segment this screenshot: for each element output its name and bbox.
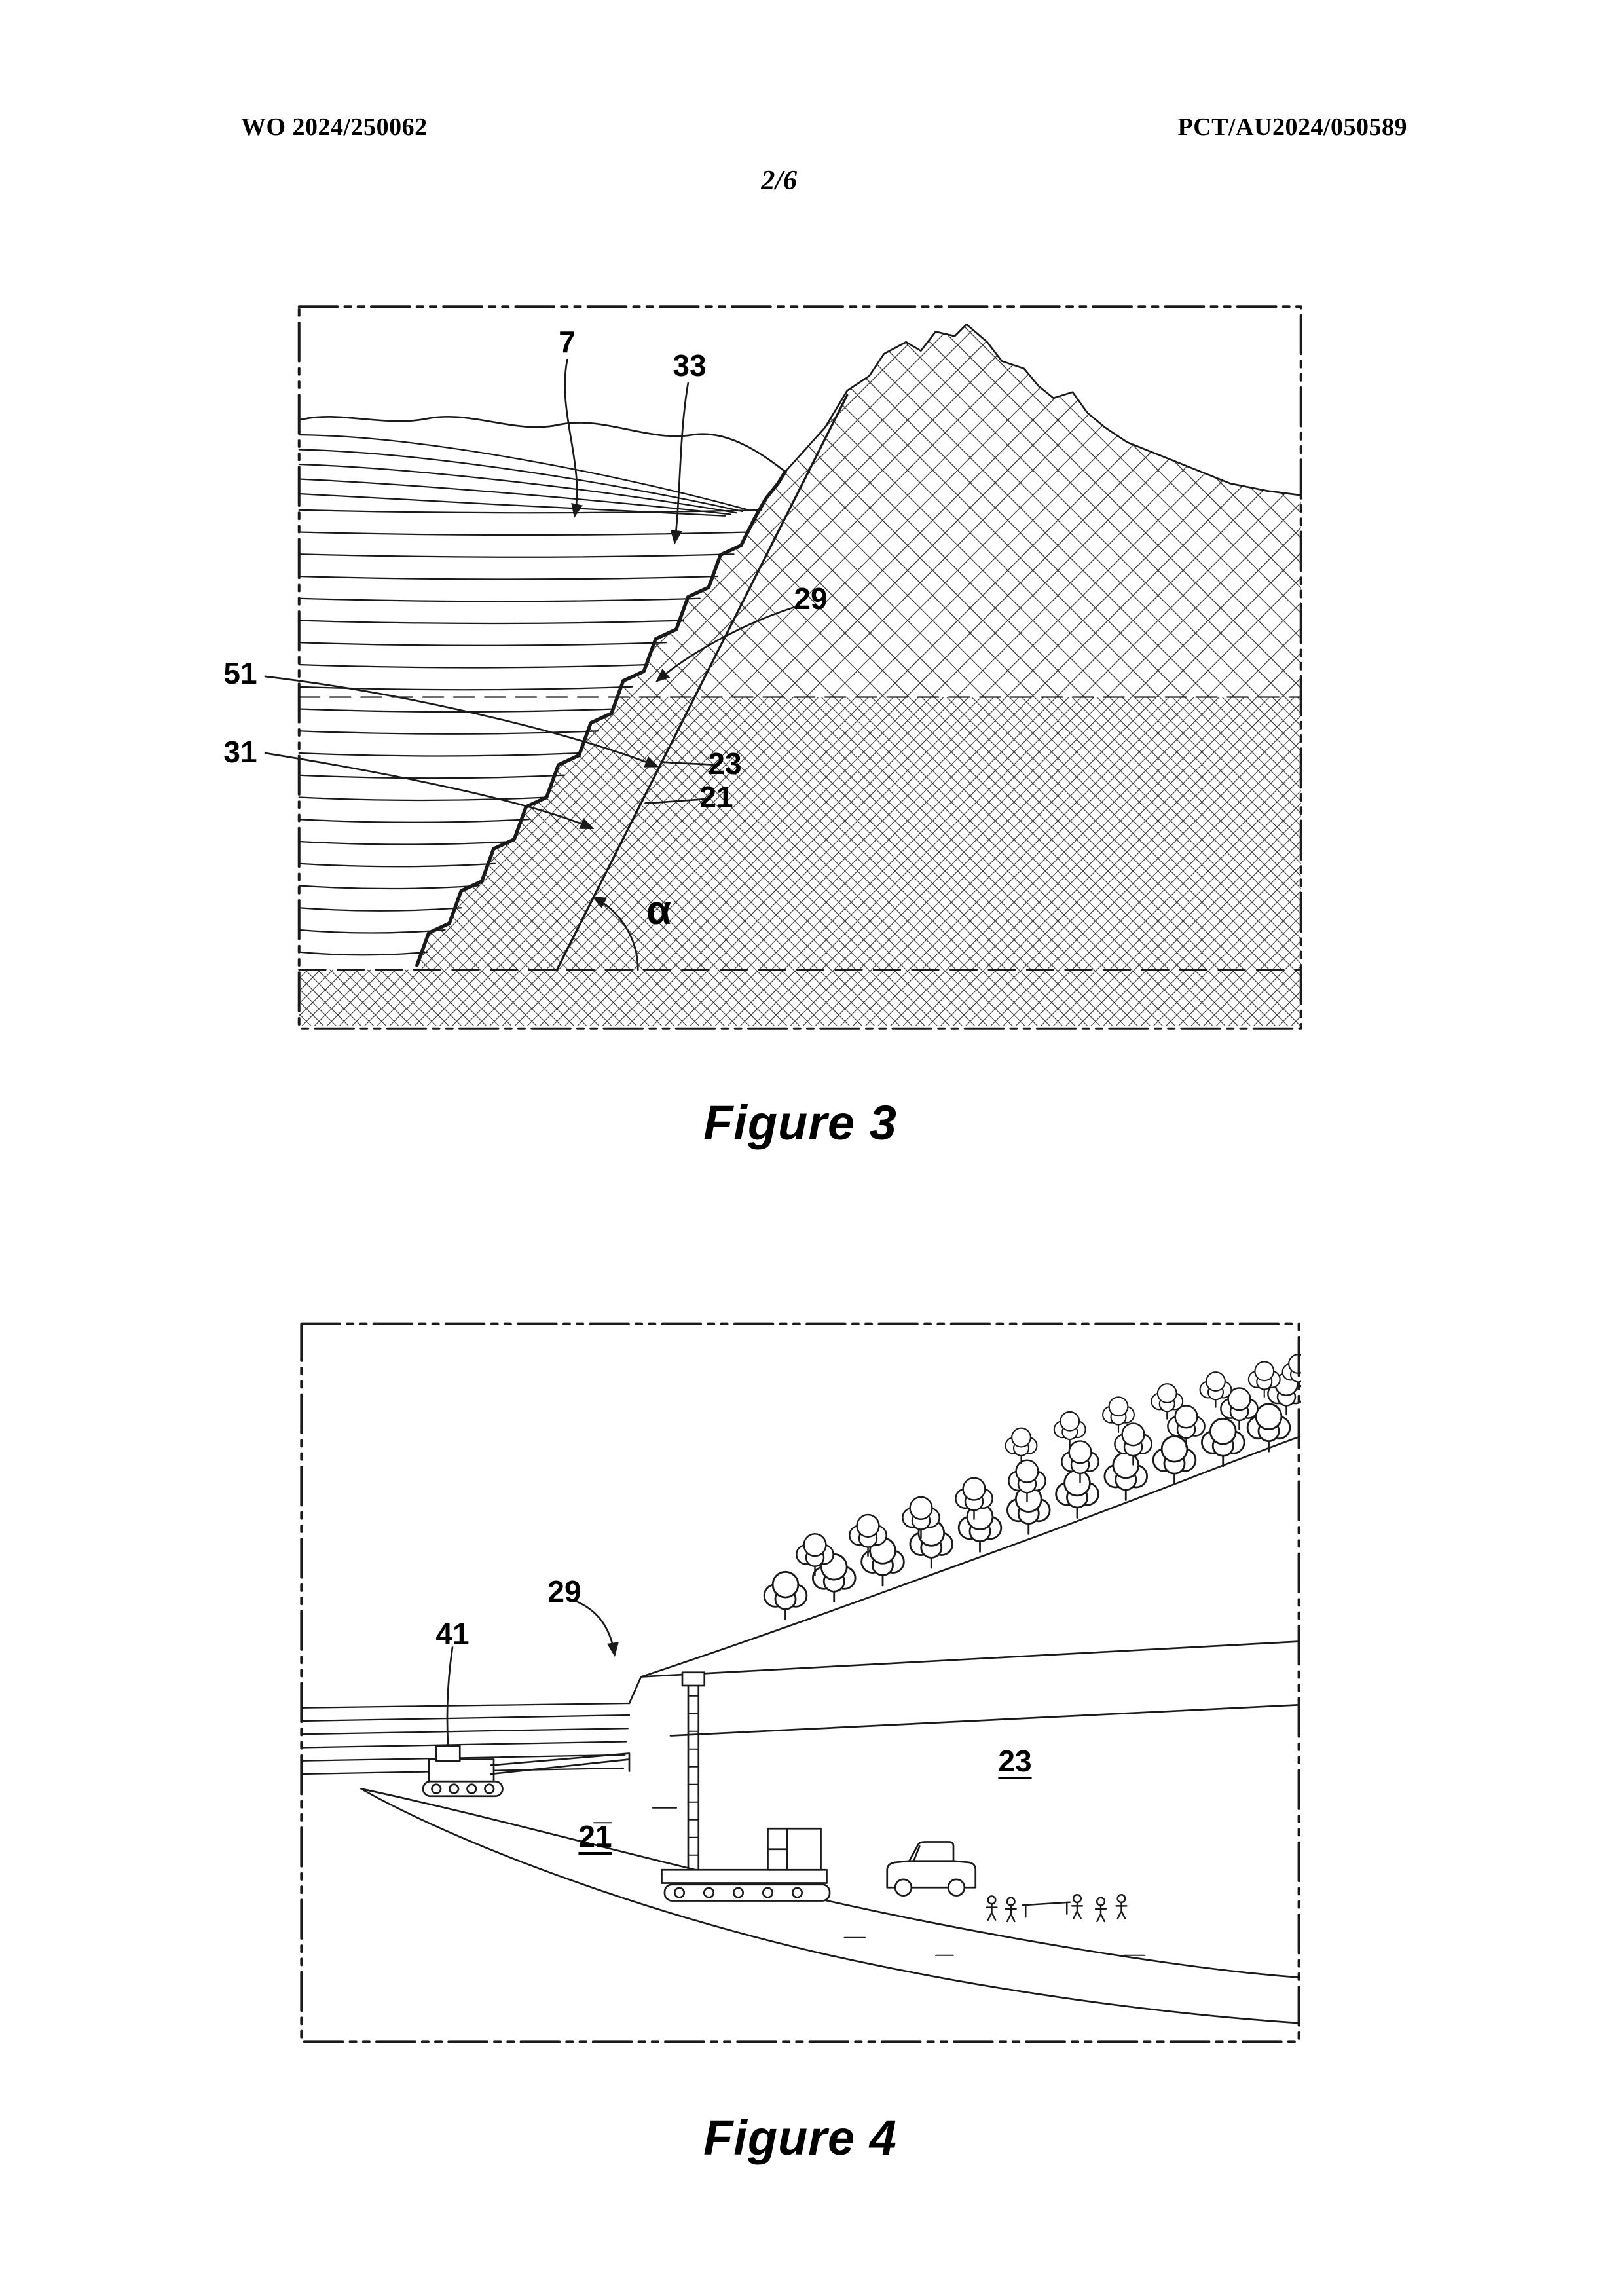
rock-mass-hatching bbox=[299, 324, 1301, 1026]
fig3-ref-7: 7 bbox=[559, 325, 576, 359]
bench-toe-line bbox=[669, 1703, 1301, 1737]
crest-corner-line bbox=[628, 1676, 642, 1705]
haul-road-lower-edge bbox=[360, 1788, 1301, 2024]
fig3-ref-31: 31 bbox=[223, 735, 257, 769]
figure3-drawing bbox=[264, 305, 1302, 1030]
pit-bench-lines bbox=[298, 509, 763, 956]
fig3-ref-23: 23 bbox=[708, 747, 742, 781]
fig3-ref-33: 33 bbox=[673, 348, 707, 382]
fig3-leader-lines bbox=[264, 358, 796, 830]
figure4-drawing bbox=[300, 1322, 1301, 2043]
fig4-ref-41: 41 bbox=[435, 1617, 470, 1651]
ground-strokes bbox=[593, 1807, 1146, 1956]
fault-plane-line bbox=[555, 394, 849, 971]
figure3-caption: Figure 3 bbox=[703, 1096, 897, 1150]
sheet-page-indicator: 2/6 bbox=[761, 166, 798, 196]
fig3-ref-alpha: α bbox=[646, 888, 672, 933]
people-group bbox=[986, 1894, 1128, 1923]
mountain-profile bbox=[784, 323, 1302, 496]
plan-table bbox=[1022, 1901, 1071, 1918]
application-number: PCT/AU2024/050589 bbox=[1177, 113, 1407, 141]
hillside-edge bbox=[640, 1435, 1301, 1678]
figure4-frame bbox=[300, 1322, 1300, 2043]
left-bench-lines bbox=[301, 1702, 631, 1775]
angle-alpha-arc bbox=[591, 897, 639, 971]
fig3-ref-51: 51 bbox=[223, 656, 257, 690]
fig4-ref-29: 29 bbox=[547, 1574, 581, 1608]
figure3-frame bbox=[297, 305, 1302, 1030]
stepped-pit-wall bbox=[415, 470, 787, 967]
tree-cluster bbox=[763, 1354, 1301, 1621]
publication-number: WO 2024/250062 bbox=[241, 113, 428, 141]
fig4-leader-lines bbox=[446, 1599, 619, 1747]
fig4-ref-23: 23 bbox=[998, 1744, 1032, 1778]
terrain-surface-line bbox=[298, 416, 786, 473]
figure4-caption: Figure 4 bbox=[703, 2111, 897, 2165]
fig4-ref-21: 21 bbox=[578, 1819, 612, 1853]
haul-road-upper-edge bbox=[360, 1788, 1301, 1978]
light-vehicle bbox=[886, 1841, 977, 1897]
fig3-ref-29: 29 bbox=[794, 582, 828, 616]
fig3-ref-21: 21 bbox=[699, 780, 733, 814]
bench-crest-line bbox=[640, 1640, 1301, 1678]
upper-contour-lines bbox=[298, 434, 750, 517]
drill-rig bbox=[661, 1671, 831, 1902]
boom-machine bbox=[422, 1745, 631, 1798]
